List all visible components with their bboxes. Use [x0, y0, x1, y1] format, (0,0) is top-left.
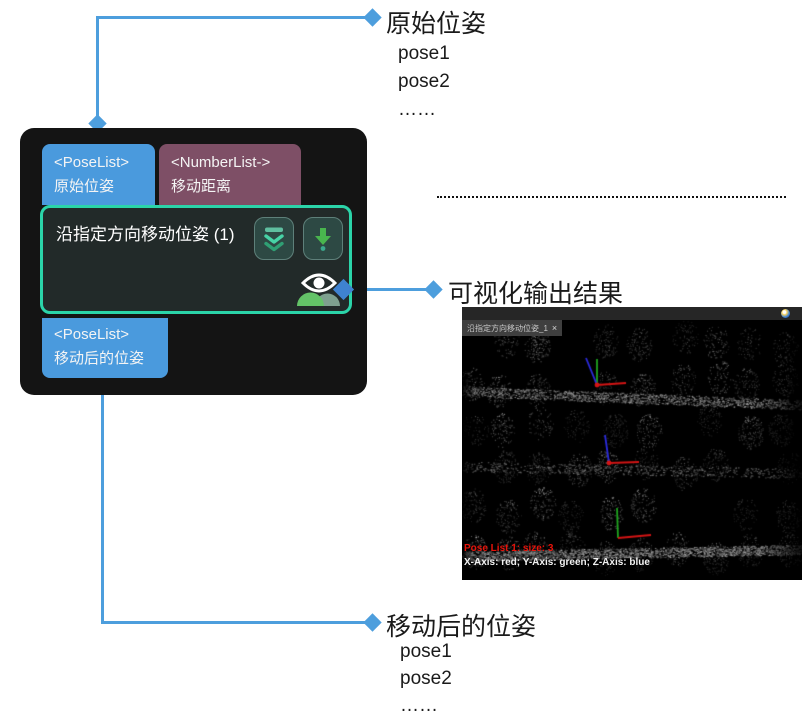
run-step-button[interactable] — [303, 217, 343, 260]
diamond-top-end — [363, 8, 382, 27]
port-name-label: 移动后的位姿 — [54, 350, 145, 367]
annotation-bottom-list: pose1 pose2 …… — [400, 638, 452, 719]
input-port-numberlist[interactable]: <NumberList-> 移动距离 — [159, 144, 301, 205]
globe-icon[interactable] — [781, 309, 790, 318]
connector-bottom-horizontal — [101, 621, 370, 624]
down-arrow-icon — [315, 227, 331, 251]
pointcloud-viewer-panel: 沿指定方向移动位姿_1 × Pose List 1: size: 3 X-Axi… — [462, 307, 802, 580]
pose-item: pose2 — [400, 668, 452, 689]
connector-top-vertical — [96, 16, 99, 122]
port-type-label: <PoseList> — [54, 154, 130, 171]
pose-item: pose1 — [400, 641, 452, 662]
double-chevron-down-icon — [264, 227, 284, 251]
dotted-separator — [437, 196, 786, 198]
connector-top-horizontal — [96, 16, 370, 19]
step-node: <PoseList> 原始位姿 <NumberList-> 移动距离 沿指定方向… — [20, 128, 367, 395]
pose-item: pose2 — [398, 71, 450, 92]
pose-item-ellipsis: …… — [400, 695, 438, 716]
expand-parameters-button[interactable] — [254, 217, 294, 260]
diamond-bottom-end — [363, 613, 382, 632]
annotation-bottom-label: 移动后的位姿 — [386, 613, 537, 641]
port-type-label: <PoseList> — [54, 326, 130, 343]
pose-list-size-label: Pose List 1: size: 3 — [464, 543, 554, 554]
annotation-middle-label: 可视化输出结果 — [448, 280, 624, 308]
viewer-tab-close-icon[interactable]: × — [551, 323, 558, 333]
viewer-title-bar — [462, 307, 802, 320]
input-port-poselist[interactable]: <PoseList> 原始位姿 — [42, 144, 155, 205]
step-body[interactable]: 沿指定方向移动位姿 (1) — [40, 205, 352, 314]
viewer-tab-label: 沿指定方向移动位姿_1 — [467, 323, 548, 333]
port-name-label: 移动距离 — [171, 178, 232, 195]
annotation-top-label: 原始位姿 — [386, 10, 487, 38]
pose-item-ellipsis: …… — [398, 99, 436, 120]
port-name-label: 原始位姿 — [54, 178, 115, 195]
step-title: 沿指定方向移动位姿 (1) — [56, 225, 235, 244]
annotation-top-list: pose1 pose2 …… — [398, 40, 450, 124]
visualization-eye-icon[interactable] — [296, 268, 342, 308]
output-port-poselist[interactable]: <PoseList> 移动后的位姿 — [42, 318, 168, 378]
pose-item: pose1 — [398, 43, 450, 64]
viewer-tab[interactable]: 沿指定方向移动位姿_1 × — [462, 320, 563, 336]
diamond-middle-end — [424, 280, 443, 299]
port-type-label: <NumberList-> — [171, 154, 271, 171]
connector-middle-horizontal — [350, 288, 433, 291]
axis-legend-label: X-Axis: red; Y-Axis: green; Z-Axis: blue — [464, 557, 650, 568]
connector-bottom-vertical — [101, 386, 104, 624]
point-cloud-canvas[interactable] — [462, 320, 802, 580]
